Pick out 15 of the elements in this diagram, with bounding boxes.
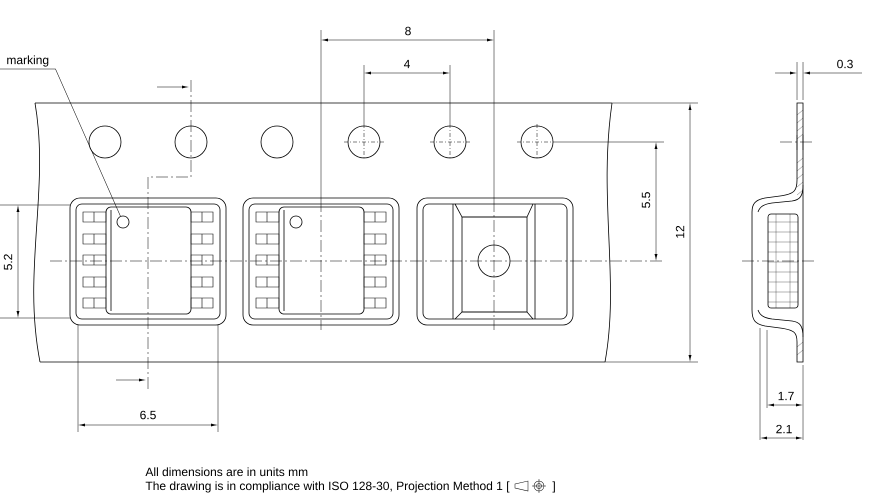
note-text: ] — [552, 481, 555, 492]
leader-line — [0, 68, 121, 216]
dimension-label: 5.5 — [642, 192, 650, 208]
dimension-label: 2.1 — [776, 424, 792, 434]
dimension-label: 4 — [404, 60, 410, 68]
dimension-label: 0.3 — [837, 60, 853, 68]
dimension-label: 8 — [405, 26, 411, 36]
note-text: The drawing is in compliance with ISO 128-30, Projection Method 1 [ — [146, 481, 510, 492]
dimension-label: 12 — [676, 226, 684, 238]
dimension-label: 5.2 — [4, 254, 12, 270]
dimension-label: 1.7 — [778, 392, 794, 400]
callout-text: marking — [7, 55, 48, 67]
note-text: All dimensions are in units mm — [145, 467, 308, 476]
marking-dot — [116, 216, 130, 228]
dimension-label: 6.5 — [140, 410, 156, 420]
